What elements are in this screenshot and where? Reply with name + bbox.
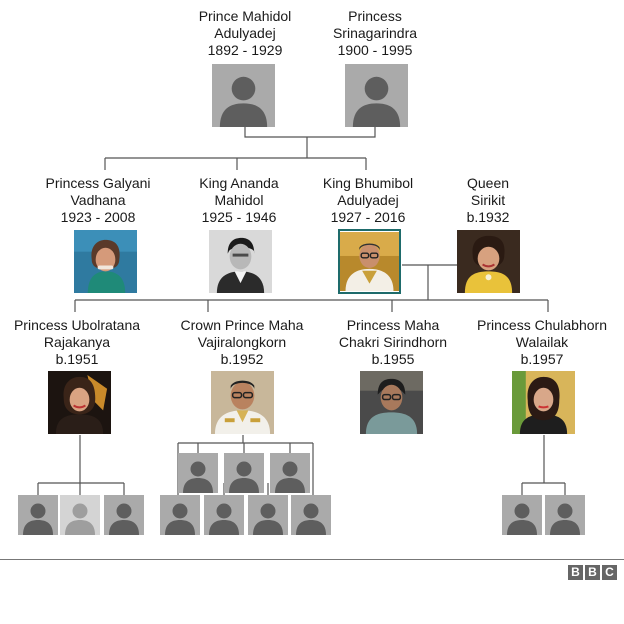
person-label-queen-sirikit: Queen Sirikit b.1932 — [467, 175, 510, 226]
silhouette-placeholder-princess-srinagarindra — [345, 64, 408, 127]
person-name: Crown Prince Maha — [180, 317, 304, 333]
silhouette-placeholder-grandchild — [204, 495, 244, 535]
person-years: 1925 - 1946 — [201, 209, 277, 225]
silhouette-placeholder-grandchild — [160, 495, 200, 535]
person-label-king-bhumibol: King Bhumibol Adulyadej 1927 - 2016 — [323, 175, 413, 226]
person-years: 1927 - 2016 — [330, 209, 406, 225]
person-name: King Bhumibol — [322, 175, 414, 191]
person-name: Vajiralongkorn — [197, 334, 287, 350]
person-label-crown-prince-vajiralongkorn: Crown Prince Maha Vajiralongkorn b.1952 — [181, 317, 304, 368]
person-name: Chakri Sirindhorn — [338, 334, 448, 350]
portrait-princess-ubolratana — [48, 370, 111, 435]
silhouette-placeholder-grandchild — [248, 495, 288, 535]
person-name: Princess Galyani — [45, 175, 151, 191]
bbc-logo: B B C — [568, 565, 617, 580]
person-label-princess-ubolratana: Princess Ubolratana Rajakanya b.1951 — [14, 317, 140, 368]
person-name: Queen — [466, 175, 510, 191]
silhouette-placeholder-grandchild — [545, 495, 585, 535]
portrait-princess-sirindhorn — [360, 370, 423, 435]
person-name: Sirikit — [470, 192, 506, 208]
silhouette-placeholder-grandchild — [60, 495, 100, 535]
person-years: b.1951 — [55, 351, 99, 367]
person-years: 1892 - 1929 — [207, 42, 283, 58]
bbc-logo-letter: B — [585, 565, 600, 580]
person-name: Princess Maha — [346, 317, 440, 333]
silhouette-placeholder-grandchild — [18, 495, 58, 535]
person-years: b.1957 — [520, 351, 564, 367]
silhouette-placeholder-grandchild — [178, 453, 218, 493]
person-name: Rajakanya — [43, 334, 111, 350]
portrait-king-bhumibol — [338, 229, 401, 294]
person-label-prince-mahidol: Prince Mahidol Adulyadej 1892 - 1929 — [199, 8, 292, 59]
person-name: Walailak — [515, 334, 569, 350]
silhouette-placeholder-grandchild — [270, 453, 310, 493]
person-label-princess-sirindhorn: Princess Maha Chakri Sirindhorn b.1955 — [339, 317, 447, 368]
bbc-logo-letter: B — [568, 565, 583, 580]
person-years: b.1932 — [466, 209, 510, 225]
person-label-princess-galyani: Princess Galyani Vadhana 1923 - 2008 — [45, 175, 150, 226]
portrait-crown-prince-vajiralongkorn — [211, 370, 274, 435]
silhouette-placeholder-grandchild — [104, 495, 144, 535]
person-name: King Ananda — [199, 175, 279, 191]
footer-divider — [0, 559, 624, 560]
portrait-princess-chulabhorn — [512, 370, 575, 435]
portrait-princess-galyani — [74, 230, 137, 293]
person-years: 1900 - 1995 — [337, 42, 413, 58]
person-name: Vadhana — [70, 192, 126, 208]
person-years: b.1955 — [371, 351, 415, 367]
person-name: Srinagarindra — [332, 25, 418, 41]
person-label-princess-chulabhorn: Princess Chulabhorn Walailak b.1957 — [477, 317, 607, 368]
person-name: Mahidol — [214, 192, 264, 208]
person-name: Princess Ubolratana — [13, 317, 141, 333]
bbc-logo-letter: C — [602, 565, 617, 580]
person-label-princess-srinagarindra: Princess Srinagarindra 1900 - 1995 — [333, 8, 417, 59]
portrait-king-ananda — [209, 230, 272, 293]
portrait-queen-sirikit — [457, 230, 520, 293]
silhouette-placeholder-grandchild — [502, 495, 542, 535]
silhouette-placeholder-prince-mahidol — [212, 64, 275, 127]
person-label-king-ananda: King Ananda Mahidol 1925 - 1946 — [199, 175, 278, 226]
silhouette-placeholder-grandchild — [291, 495, 331, 535]
person-name: Princess Chulabhorn — [477, 317, 607, 333]
silhouette-placeholder-grandchild — [224, 453, 264, 493]
person-years: b.1952 — [220, 351, 264, 367]
person-years: 1923 - 2008 — [60, 209, 136, 225]
person-name: Prince Mahidol — [198, 8, 292, 24]
person-name: Adulyadej — [214, 25, 276, 41]
person-name: Adulyadej — [337, 192, 399, 208]
person-name: Princess — [348, 8, 402, 24]
